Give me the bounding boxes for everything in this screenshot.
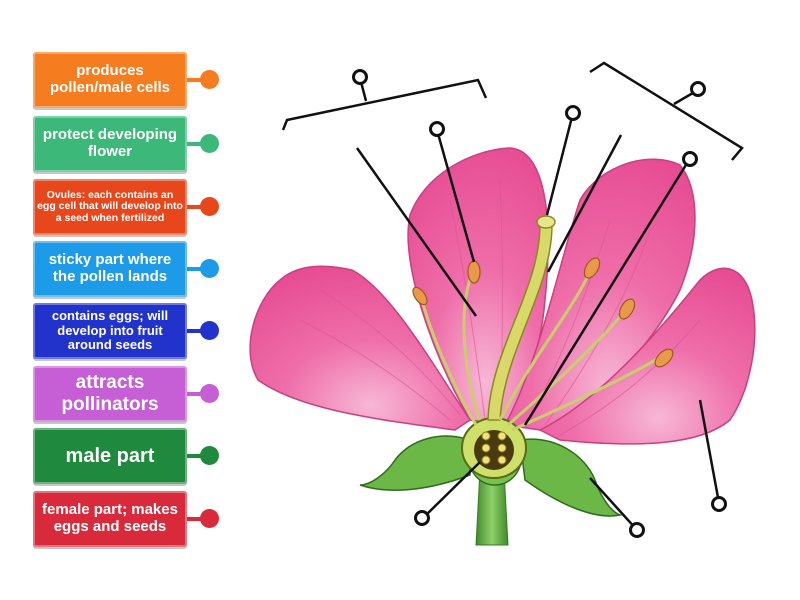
label-text: sticky part where the pollen lands: [48, 251, 172, 285]
connector-dot[interactable]: [200, 134, 219, 153]
connector-dot[interactable]: [200, 321, 219, 340]
label-text: male part: [65, 444, 155, 467]
connector-line: [187, 454, 201, 458]
connector-line: [187, 329, 201, 333]
label-text: female part; makes eggs and seeds: [42, 501, 178, 535]
stigma: [536, 215, 556, 229]
label-tile-petal[interactable]: attracts pollinators: [33, 366, 187, 422]
label-tile-stamen[interactable]: male part: [33, 428, 187, 484]
label-text: protect developing flower: [42, 126, 178, 160]
drop-pins: [352, 69, 727, 538]
connector-line: [187, 517, 201, 521]
label-tile-ovules[interactable]: Ovules: each contains an egg cell that w…: [33, 179, 187, 235]
drop-pin[interactable]: [629, 522, 645, 538]
connector-line: [187, 392, 201, 396]
anthers: [412, 257, 674, 368]
label-text: attracts pollinators: [61, 372, 159, 415]
drop-pin[interactable]: [565, 105, 581, 121]
label-tile-sepal[interactable]: protect developing flower: [33, 116, 187, 172]
connector-dot[interactable]: [200, 197, 219, 216]
connector-dot[interactable]: [200, 70, 219, 89]
label-text: Ovules: each contains an egg cell that w…: [37, 188, 183, 224]
label-text: contains eggs; will develop into fruit a…: [51, 308, 169, 353]
ovary-cavity: [474, 430, 514, 470]
label-tile-ovary[interactable]: contains eggs; will develop into fruit a…: [33, 303, 187, 359]
drop-pin[interactable]: [414, 510, 430, 526]
drop-pin[interactable]: [690, 81, 706, 97]
petal-left: [249, 265, 472, 431]
ovules: [481, 431, 507, 465]
drop-pin[interactable]: [352, 69, 368, 85]
stamens: [420, 269, 661, 432]
bracket-pistil: [589, 61, 744, 161]
connector-line: [187, 267, 201, 271]
bracket-stamen: [281, 78, 488, 131]
drop-pin[interactable]: [711, 496, 727, 512]
connector-dot[interactable]: [200, 446, 219, 465]
sepal-left: [359, 435, 471, 491]
connector-dot[interactable]: [200, 384, 219, 403]
drop-pin[interactable]: [682, 151, 698, 167]
connector-line: [187, 142, 201, 146]
connector-line: [187, 78, 201, 82]
label-text: produces pollen/male cells: [49, 62, 171, 96]
connector-line: [187, 205, 201, 209]
connector-dot[interactable]: [200, 509, 219, 528]
connector-dot[interactable]: [200, 259, 219, 278]
label-tile-stigma[interactable]: sticky part where the pollen lands: [33, 241, 187, 297]
sepal-right: [519, 438, 623, 517]
pointer-lines: [281, 61, 744, 531]
label-tile-pistil[interactable]: female part; makes eggs and seeds: [33, 491, 187, 547]
drop-pin[interactable]: [429, 121, 445, 137]
label-tile-anther[interactable]: produces pollen/male cells: [33, 52, 187, 108]
